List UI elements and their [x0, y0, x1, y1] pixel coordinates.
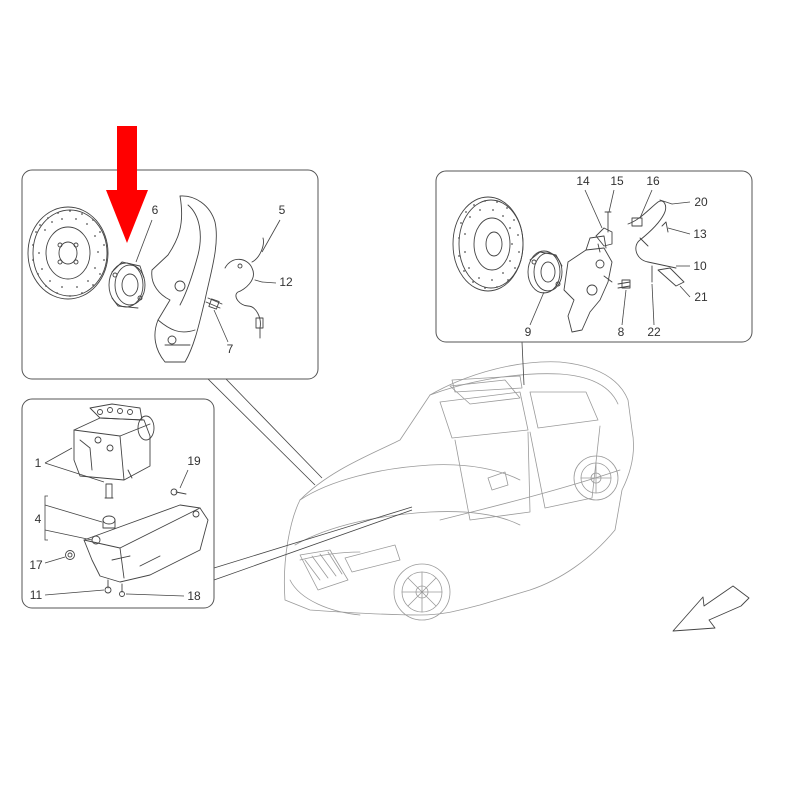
abs-unit — [73, 403, 155, 481]
callout-rear-22: 22 — [647, 325, 661, 339]
callout-abs-unit: 1 — [35, 456, 42, 470]
abs-nut-17 — [65, 550, 75, 560]
callout-rear-21: 21 — [694, 290, 708, 304]
callout-rear-14: 14 — [576, 174, 590, 188]
callout-screw-18: 18 — [187, 589, 201, 603]
callout-rear-20: 20 — [694, 195, 708, 209]
down-arrow-icon — [106, 126, 148, 243]
callout-rear-16: 16 — [646, 174, 660, 188]
abs-screw-11 — [104, 579, 112, 594]
callout-bracket-group: 4 — [35, 512, 42, 526]
callout-bolt: 7 — [227, 342, 234, 356]
abs-bolt-19 — [170, 488, 187, 496]
abs-bracket — [83, 504, 209, 583]
front-brake-panel: 6 5 12 7 — [21, 169, 319, 380]
abs-panel: 1 4 19 17 11 18 — [21, 398, 215, 609]
rear-bolt-15 — [604, 211, 612, 233]
abs-mount-stud — [102, 483, 116, 529]
callout-rear-9: 9 — [525, 325, 532, 339]
rear-bolt-8 — [617, 279, 631, 289]
rear-clip-13 — [661, 221, 669, 233]
panel-leader-lines — [207, 341, 525, 581]
callout-bolt-19: 19 — [187, 454, 201, 468]
callout-screw-11: 11 — [30, 588, 43, 602]
rear-bracket-21 — [657, 267, 685, 287]
rear-speed-sensor-cable — [627, 200, 677, 269]
rear-screw-20 — [659, 199, 673, 205]
callout-nut-17: 17 — [29, 558, 43, 572]
callout-sensor-cable: 5 — [279, 203, 286, 217]
callout-bracket-screw: 12 — [279, 275, 293, 289]
abs-screw-18 — [119, 583, 125, 597]
rear-brake-panel: 14 15 16 20 13 10 21 9 8 22 — [435, 170, 753, 343]
car-illustration — [284, 361, 634, 621]
rear-brake-disc — [452, 196, 524, 292]
front-wheel-hub — [108, 261, 146, 309]
rear-sensor-bracket — [595, 227, 613, 253]
callout-rear-13: 13 — [693, 227, 707, 241]
front-bolt — [205, 297, 223, 310]
callout-rear-10: 10 — [693, 259, 707, 273]
front-brake-disc — [27, 206, 109, 300]
callout-rear-8: 8 — [618, 325, 625, 339]
callout-rear-15: 15 — [610, 174, 624, 188]
front-steering-knuckle — [151, 195, 217, 363]
callout-hub: 6 — [152, 203, 159, 217]
front-speed-sensor-cable — [224, 237, 264, 339]
direction-arrow-icon — [672, 585, 750, 632]
